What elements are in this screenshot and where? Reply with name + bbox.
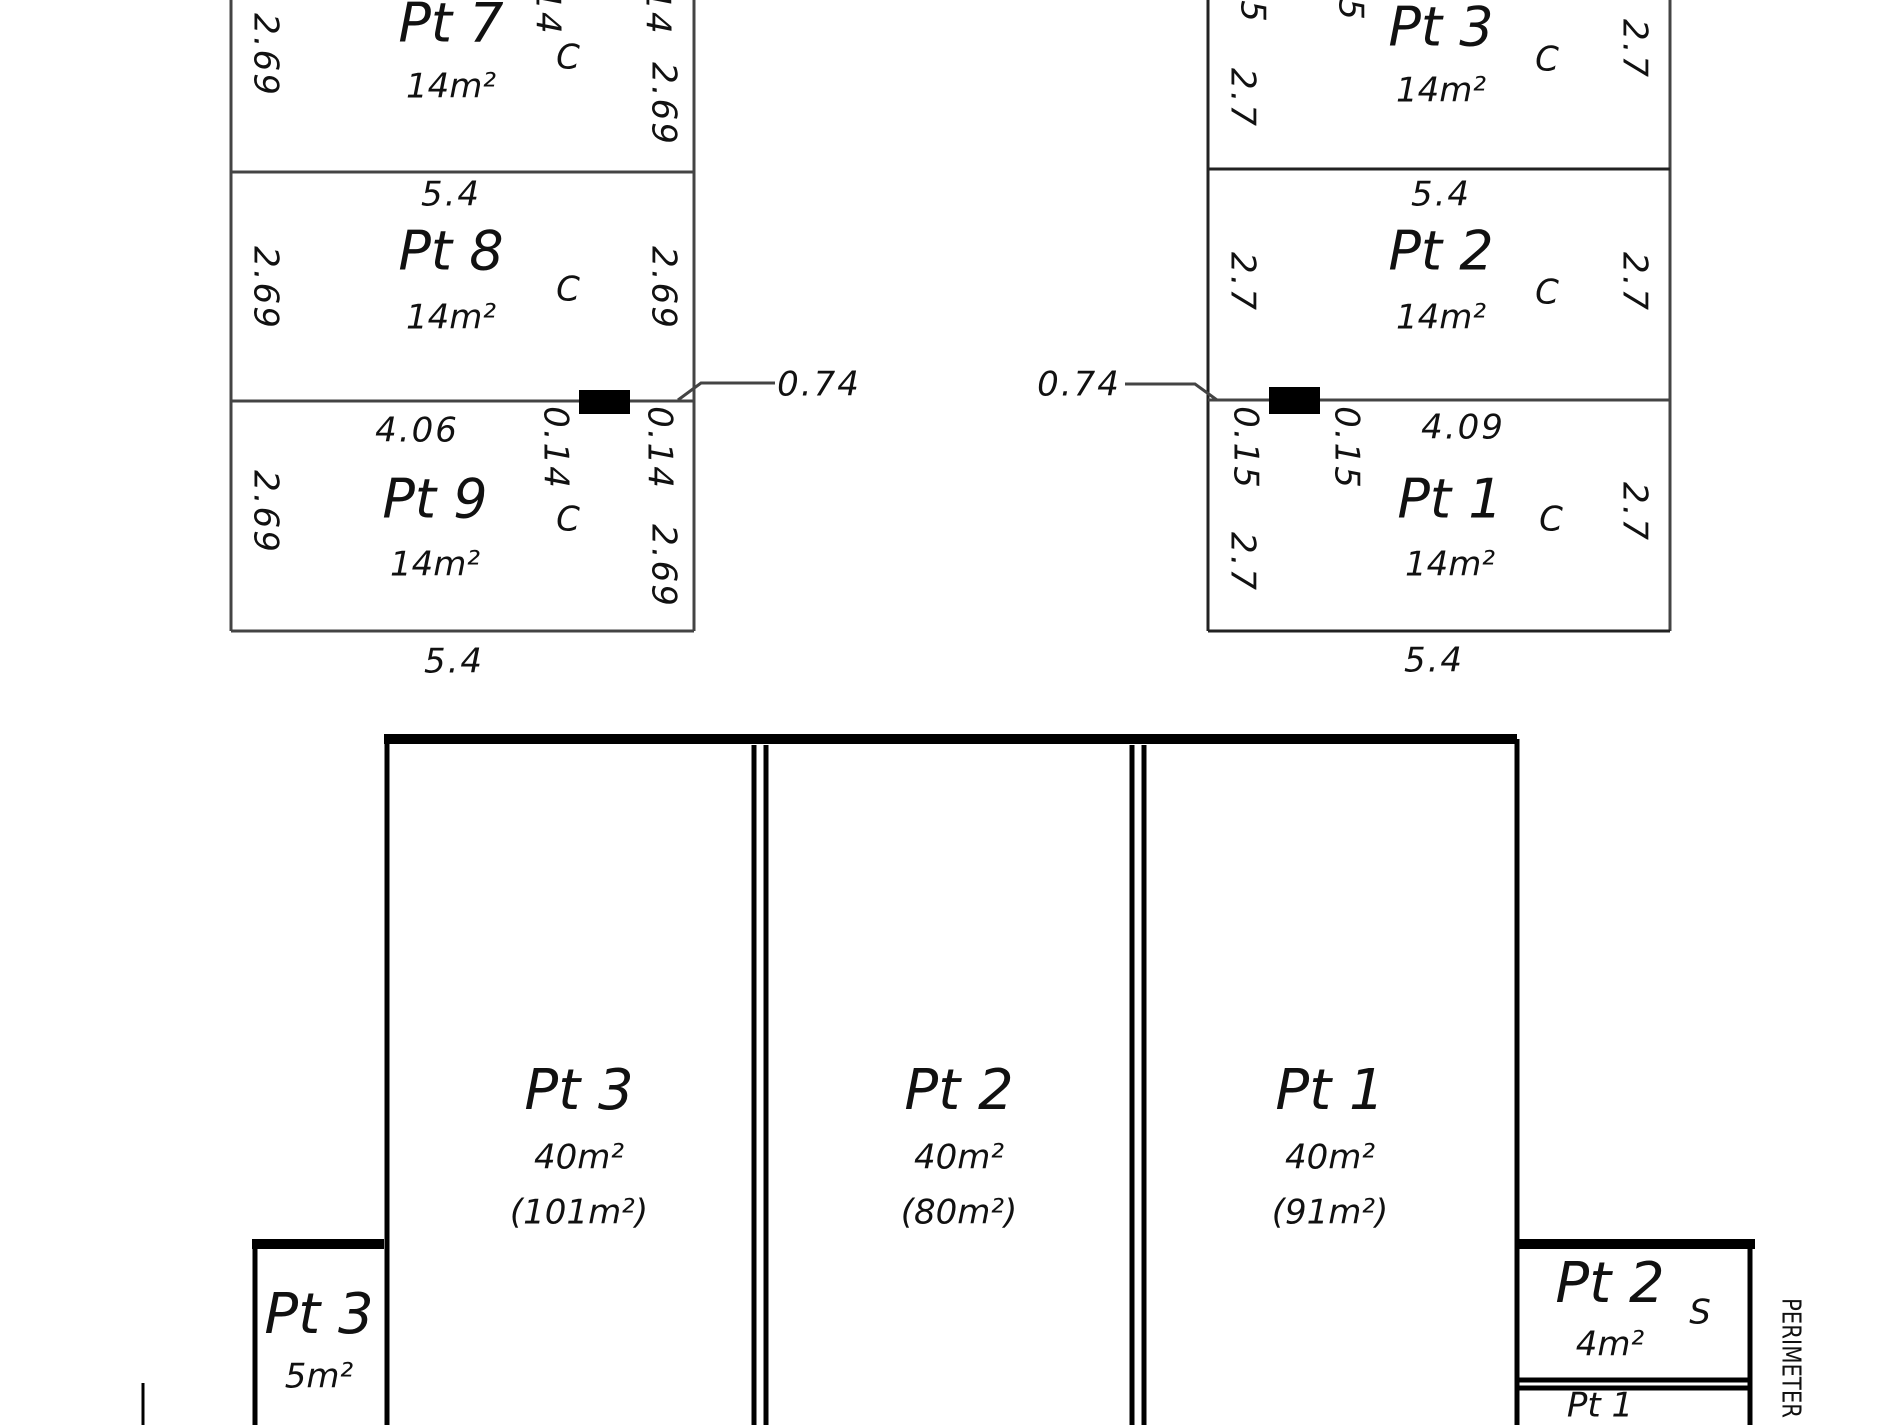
leader-line bbox=[677, 381, 775, 402]
lower-plan-outline bbox=[141, 734, 1755, 1425]
dimension-top: 5.4 bbox=[1411, 175, 1471, 215]
dimension-top: 4.06 bbox=[375, 411, 459, 451]
gap-dimension: 0.14 bbox=[536, 406, 576, 490]
lot-area: 40m² bbox=[1285, 1138, 1375, 1178]
lot-area: 14m² bbox=[1396, 71, 1486, 111]
s-mark: S bbox=[1689, 1293, 1711, 1333]
lot-total-area: (80m²) bbox=[901, 1193, 1018, 1233]
dimension-left: 2.7 bbox=[1223, 532, 1263, 592]
lot-area: 14m² bbox=[390, 545, 480, 585]
dimension-bottom: 5.4 bbox=[424, 642, 484, 682]
dimension-left: 2.69 bbox=[246, 246, 286, 330]
dimension-right: 2.69 bbox=[644, 524, 684, 608]
gap-dimension: 0.15 bbox=[1327, 406, 1367, 490]
c-mark: C bbox=[556, 38, 580, 78]
small-lot-area: 5m² bbox=[285, 1357, 354, 1397]
lot-area: 14m² bbox=[1396, 298, 1486, 338]
lot-area: 40m² bbox=[914, 1138, 1004, 1178]
left-unit-block bbox=[229, 0, 775, 633]
dimension-right: 2.69 bbox=[644, 246, 684, 330]
lot-total-area: (101m²) bbox=[510, 1193, 648, 1233]
gap-dimension: 0.15 bbox=[1226, 406, 1266, 490]
dimension-right: 2.69 bbox=[644, 62, 684, 146]
c-mark: C bbox=[1535, 273, 1559, 313]
c-mark: C bbox=[556, 270, 580, 310]
lot-label-pt9: Pt 9 bbox=[382, 468, 487, 531]
partial-dimension: 5 bbox=[1233, 0, 1273, 24]
lot-area: 14m² bbox=[1405, 545, 1495, 585]
small-lot-area: 4m² bbox=[1576, 1325, 1645, 1365]
dimension-right: 2.7 bbox=[1615, 252, 1655, 312]
lot-label-pt2: Pt 2 bbox=[904, 1058, 1013, 1123]
lot-label-pt3: Pt 3 bbox=[1388, 0, 1493, 59]
c-mark: C bbox=[1535, 40, 1559, 80]
gap-dimension: 0.14 bbox=[640, 406, 680, 490]
lot-label-pt8: Pt 8 bbox=[398, 220, 503, 283]
lot-label-pt2: Pt 2 bbox=[1388, 220, 1493, 283]
dimension-left: 2.69 bbox=[246, 470, 286, 554]
lot-label-pt1: Pt 1 bbox=[1275, 1058, 1384, 1123]
dimension-left: 2.69 bbox=[246, 13, 286, 97]
lot-area: 14m² bbox=[406, 67, 496, 107]
c-mark: C bbox=[556, 500, 580, 540]
partial-dimension: 14 bbox=[638, 0, 678, 36]
partial-dimension: 14 bbox=[528, 0, 568, 36]
leader-dimension: 0.74 bbox=[777, 365, 861, 405]
dimension-top: 4.09 bbox=[1421, 408, 1505, 448]
small-lot-label-pt1: Pt 1 bbox=[1567, 1386, 1633, 1425]
small-lot-label-pt3: Pt 3 bbox=[264, 1282, 373, 1347]
lot-area: 14m² bbox=[406, 298, 496, 338]
dimension-left: 2.7 bbox=[1223, 252, 1263, 312]
lot-label-pt3: Pt 3 bbox=[524, 1058, 633, 1123]
stair-marker bbox=[1269, 387, 1320, 414]
leader-line bbox=[1125, 382, 1218, 402]
lot-total-area: (91m²) bbox=[1272, 1193, 1389, 1233]
dimension-left: 2.7 bbox=[1223, 68, 1263, 128]
dimension-right: 2.7 bbox=[1615, 19, 1655, 79]
small-lot-label-pt2: Pt 2 bbox=[1555, 1251, 1664, 1316]
right-unit-block bbox=[1125, 0, 1672, 633]
dimension-bottom: 5.4 bbox=[1404, 641, 1464, 681]
leader-dimension: 0.74 bbox=[1037, 365, 1121, 405]
lot-label-pt1: Pt 1 bbox=[1397, 468, 1502, 531]
lot-area: 40m² bbox=[534, 1138, 624, 1178]
dimension-right: 2.7 bbox=[1615, 482, 1655, 542]
lot-label-pt7: Pt 7 bbox=[398, 0, 503, 55]
partial-dimension: 5 bbox=[1331, 0, 1371, 22]
c-mark: C bbox=[1539, 500, 1563, 540]
perimeter-label: PERIMETER bbox=[1776, 1298, 1806, 1418]
dimension-top: 5.4 bbox=[421, 175, 481, 215]
stair-marker bbox=[579, 390, 630, 414]
